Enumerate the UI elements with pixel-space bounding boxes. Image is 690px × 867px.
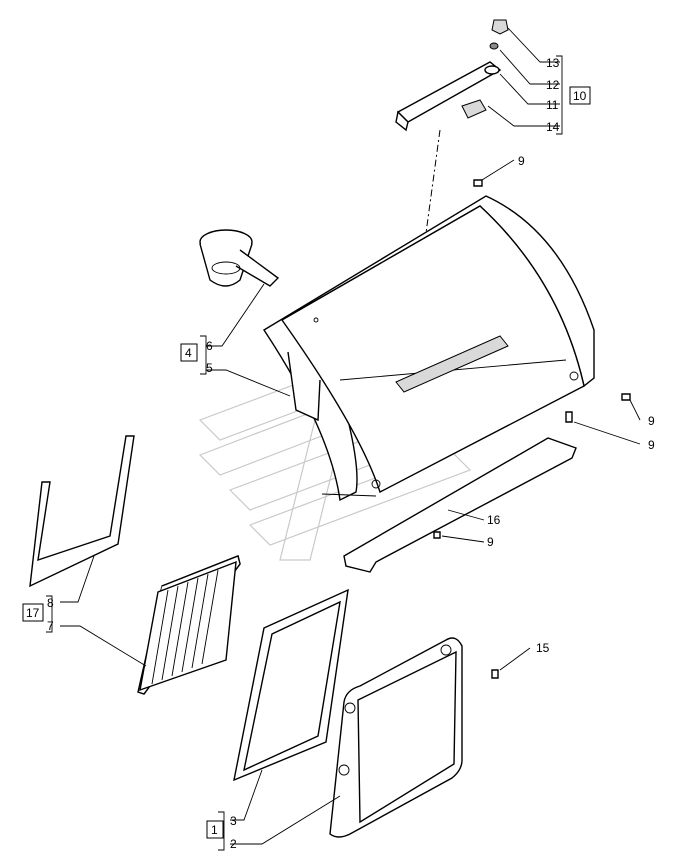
screw-9-bottom <box>433 531 441 539</box>
callout-8: 8 <box>47 596 54 610</box>
screw-13 <box>491 19 509 35</box>
callout-10: 10 <box>573 89 587 103</box>
callout-box-1 <box>206 820 224 839</box>
washer-12 <box>489 42 499 50</box>
callout-17: 17 <box>26 606 40 620</box>
callout-1: 1 <box>211 823 218 837</box>
callout-15: 15 <box>536 641 550 655</box>
callout-box-17 <box>22 603 44 622</box>
callout-9-right-top: 9 <box>648 414 655 428</box>
screw-15 <box>491 669 499 679</box>
callout-9-right-bottom: 9 <box>648 438 655 452</box>
callout-3: 3 <box>230 814 237 828</box>
callout-13: 13 <box>546 56 560 70</box>
callout-9-top: 9 <box>518 154 525 168</box>
gasket <box>233 588 349 782</box>
callout-12: 12 <box>546 78 560 92</box>
callout-5: 5 <box>206 361 213 375</box>
frame-seal <box>29 435 135 588</box>
cup-holder <box>199 229 280 287</box>
callout-16: 16 <box>487 513 501 527</box>
filter-element <box>137 555 241 695</box>
callout-box-10 <box>569 86 591 105</box>
callout-box-4 <box>180 343 198 362</box>
leader-lines <box>60 27 641 845</box>
bracket <box>343 437 577 573</box>
group-brackets <box>46 55 563 851</box>
callout-2: 2 <box>230 837 237 851</box>
filter-cover <box>329 637 463 838</box>
callout-6: 6 <box>206 339 213 353</box>
callout-11: 11 <box>546 98 559 112</box>
callout-4: 4 <box>185 346 192 360</box>
screw-9-right <box>565 393 631 423</box>
callout-9-bottom: 9 <box>487 535 494 549</box>
screw-9-top <box>473 179 483 187</box>
callout-7: 7 <box>47 619 54 633</box>
pad-14 <box>461 99 487 119</box>
housing-tray <box>263 195 595 502</box>
cover-strip <box>395 61 502 132</box>
callout-14: 14 <box>546 120 560 134</box>
